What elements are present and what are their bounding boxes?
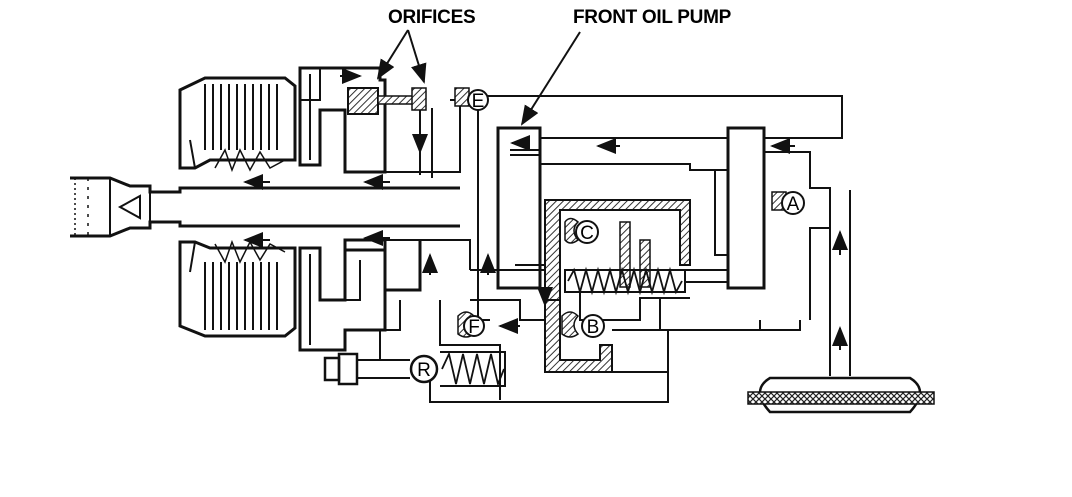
orifices-callout: ORIFICES	[376, 7, 476, 84]
pump-body-left	[496, 126, 542, 290]
input-shaft	[70, 176, 460, 238]
oil-strainer	[747, 376, 935, 414]
valve-c: C	[564, 217, 599, 244]
orifice-block-right	[411, 87, 427, 111]
clutch-piston-housing	[298, 66, 471, 352]
valve-a: A	[771, 191, 805, 215]
valve-e-label: E	[472, 91, 485, 112]
regulator-valve-body	[544, 199, 729, 373]
return-lines	[379, 190, 851, 403]
front-oil-pump-callout: FRONT OIL PUMP	[520, 7, 732, 126]
orifices-label: ORIFICES	[388, 7, 475, 28]
valve-f: F	[457, 311, 485, 338]
valve-c-label: C	[580, 223, 594, 244]
front-oil-pump-label: FRONT OIL PUMP	[573, 7, 732, 28]
valve-e: E	[454, 87, 489, 112]
orifice-block-left	[347, 87, 379, 115]
valve-r: R	[409, 354, 439, 384]
pump-body-right	[726, 126, 766, 290]
valve-b: B	[561, 311, 605, 338]
regulator-spring	[567, 266, 683, 296]
valve-r-label: R	[417, 360, 431, 381]
valve-a-label: A	[787, 194, 800, 215]
valve-b-label: B	[587, 317, 600, 338]
flow-arrows	[243, 68, 848, 350]
valve-f-label: F	[468, 317, 480, 338]
r-valve-spring	[441, 351, 505, 387]
clutch-plates-upper	[204, 84, 278, 150]
clutch-plates-lower	[204, 262, 278, 330]
r-valve-assembly	[323, 351, 506, 387]
clutch-drum	[178, 76, 297, 338]
